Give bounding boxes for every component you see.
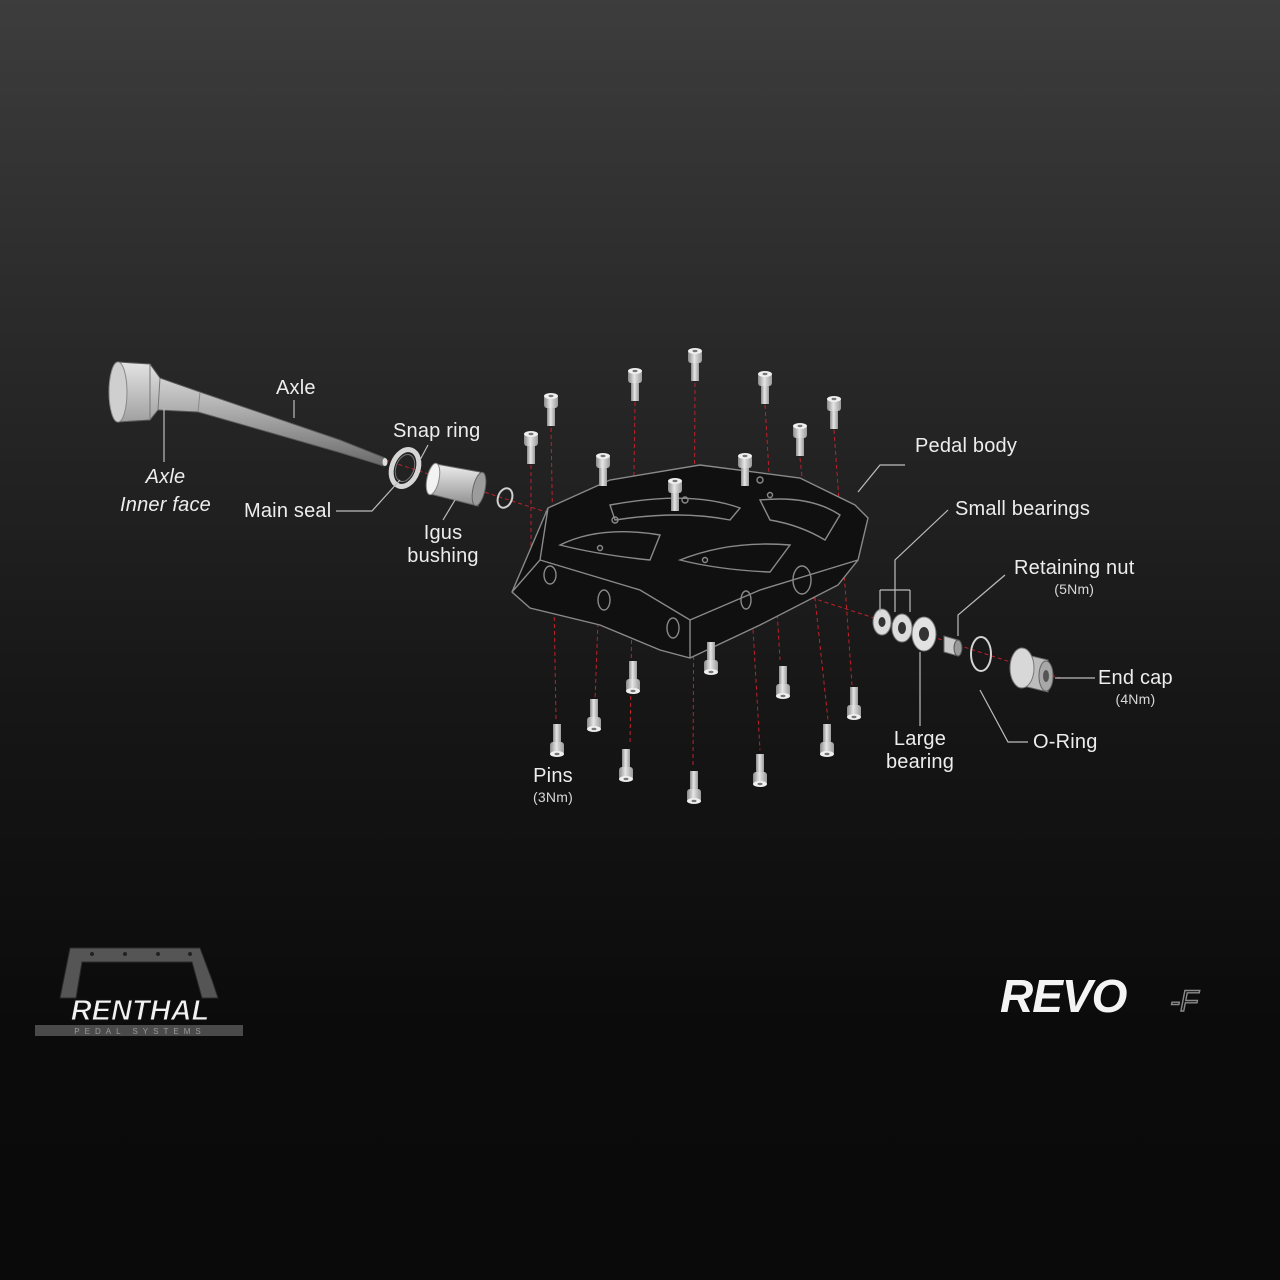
label-o-ring: O-Ring <box>1033 731 1098 753</box>
label-axle-inner-face-line1: Axle <box>145 466 186 488</box>
snap-ring-part <box>496 487 514 509</box>
label-axle-inner-face: Axle Inner face <box>118 466 213 517</box>
label-retaining-nut-torque: (5Nm) <box>1054 581 1095 597</box>
small-bearing-part-2 <box>891 613 913 643</box>
label-retaining-nut-name: Retaining nut <box>1014 557 1135 579</box>
label-snap-ring: Snap ring <box>393 420 481 442</box>
label-igus-bushing: Igus bushing <box>398 522 488 568</box>
renthal-subline: PEDAL SYSTEMS <box>74 1027 205 1036</box>
label-pins-name: Pins <box>533 765 573 787</box>
label-end-cap: End cap (4Nm) <box>1098 667 1173 708</box>
o-ring-part <box>970 636 992 672</box>
small-bearing-part-1 <box>872 608 892 636</box>
label-retaining-nut: Retaining nut (5Nm) <box>1014 557 1134 598</box>
label-large-bearing-line1: Large <box>893 728 947 750</box>
label-pedal-body: Pedal body <box>915 435 1018 457</box>
axle-part <box>108 361 388 467</box>
label-pins: Pins (3Nm) <box>523 765 583 806</box>
label-large-bearing-line2: bearing <box>885 751 955 773</box>
revo-suffix: -F <box>1170 985 1200 1018</box>
label-igus-bushing-line2: bushing <box>407 545 479 567</box>
large-bearing-part <box>911 616 937 652</box>
igus-bushing-part <box>425 462 487 507</box>
label-pins-torque: (3Nm) <box>533 789 573 805</box>
leader-lines <box>163 400 1095 743</box>
renthal-logo: RENTHAL PEDAL SYSTEMS <box>35 947 243 1036</box>
label-small-bearings: Small bearings <box>955 498 1091 520</box>
retaining-nut-part <box>943 635 963 657</box>
renthal-wordmark: RENTHAL <box>71 995 210 1027</box>
label-igus-bushing-line1: Igus <box>423 522 463 544</box>
main-seal-part <box>388 447 422 489</box>
revo-wordmark: REVO <box>1000 970 1128 1022</box>
label-axle-inner-face-line2: Inner face <box>120 494 211 516</box>
label-axle: Axle <box>276 377 316 399</box>
label-large-bearing: Large bearing <box>875 728 965 774</box>
label-end-cap-torque: (4Nm) <box>1115 691 1156 707</box>
label-end-cap-name: End cap <box>1098 667 1173 689</box>
end-cap-part <box>1009 647 1054 693</box>
revo-f-logo: REVO -F <box>1000 970 1201 1022</box>
pedal-body-part <box>511 464 869 659</box>
label-main-seal: Main seal <box>244 500 332 522</box>
